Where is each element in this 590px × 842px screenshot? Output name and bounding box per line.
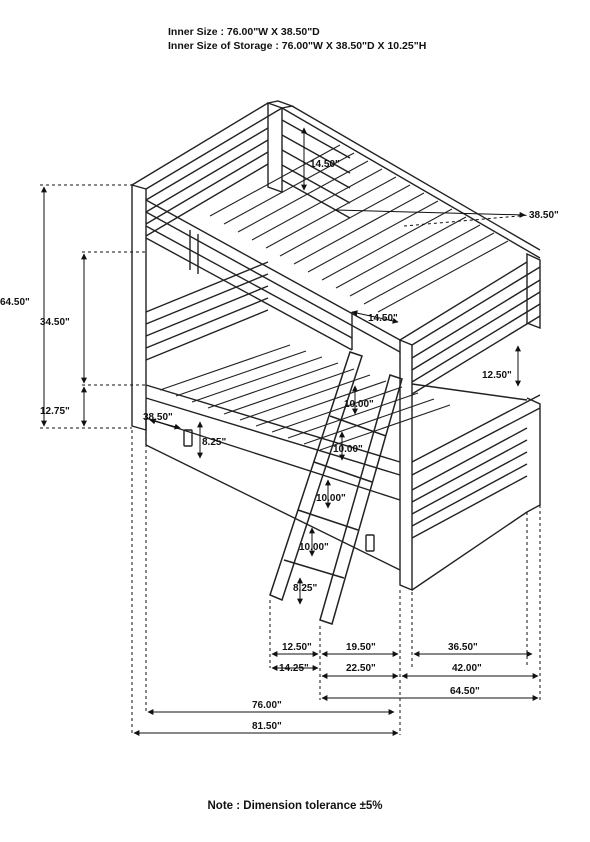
storage-size-label: Inner Size of Storage : 76.00"W X 38.50"… <box>168 40 427 52</box>
upper-left-end-panel <box>145 127 269 237</box>
dimension-lines <box>40 127 541 736</box>
dim-rung-3: 10.00" <box>316 493 346 504</box>
lower-slats <box>159 344 451 451</box>
tolerance-note: Note : Dimension tolerance ±5% <box>207 800 383 812</box>
dim-lower-to-upper: 34.50" <box>40 317 70 328</box>
bed-frame-illustration <box>131 100 541 625</box>
upper-slats <box>209 144 509 313</box>
lower-right-end-panel <box>411 427 528 539</box>
dim-rung-1: 10.00" <box>344 399 374 410</box>
dim-ladder-width-base: 22.50" <box>346 663 376 674</box>
dim-lower-headboard: 12.50" <box>482 370 512 381</box>
dim-ladder-bottom: 8.25" <box>293 583 317 594</box>
dim-ladder-depth-top: 12.50" <box>282 642 312 653</box>
lower-left-end-panel <box>145 261 269 361</box>
dim-storage-depth: 38.50" <box>143 412 173 423</box>
dim-rung-2: 10.00" <box>333 444 363 455</box>
dim-rung-4: 10.00" <box>299 542 329 553</box>
dim-inner-length: 76.00" <box>252 700 282 711</box>
dimension-labels: 64.50" 34.50" 12.75" 14.50" 38.50" 14.50… <box>0 159 559 732</box>
dim-upper-end-rail: 14.50" <box>368 313 398 324</box>
dim-storage-height: 8.25" <box>202 437 226 448</box>
upper-right-end-panel <box>411 279 541 401</box>
dim-ladder-depth-base: 14.25" <box>279 663 309 674</box>
dim-overall-length: 81.50" <box>252 721 282 732</box>
dim-total-height: 64.50" <box>0 297 30 308</box>
dim-end-width-total: 64.50" <box>450 686 480 697</box>
ladder-illustration <box>269 351 403 625</box>
dim-end-width-inner: 36.50" <box>448 642 478 653</box>
dim-upper-depth: 38.50" <box>529 210 559 221</box>
dim-lower-clearance: 12.75" <box>40 406 70 417</box>
dim-end-width-outer: 42.00" <box>452 663 482 674</box>
upper-back-headboard <box>281 119 351 219</box>
dim-upper-guardrail: 14.50" <box>310 159 340 170</box>
dim-ladder-width-top: 19.50" <box>346 642 376 653</box>
inner-size-label: Inner Size : 76.00"W X 38.50"D <box>168 26 320 38</box>
